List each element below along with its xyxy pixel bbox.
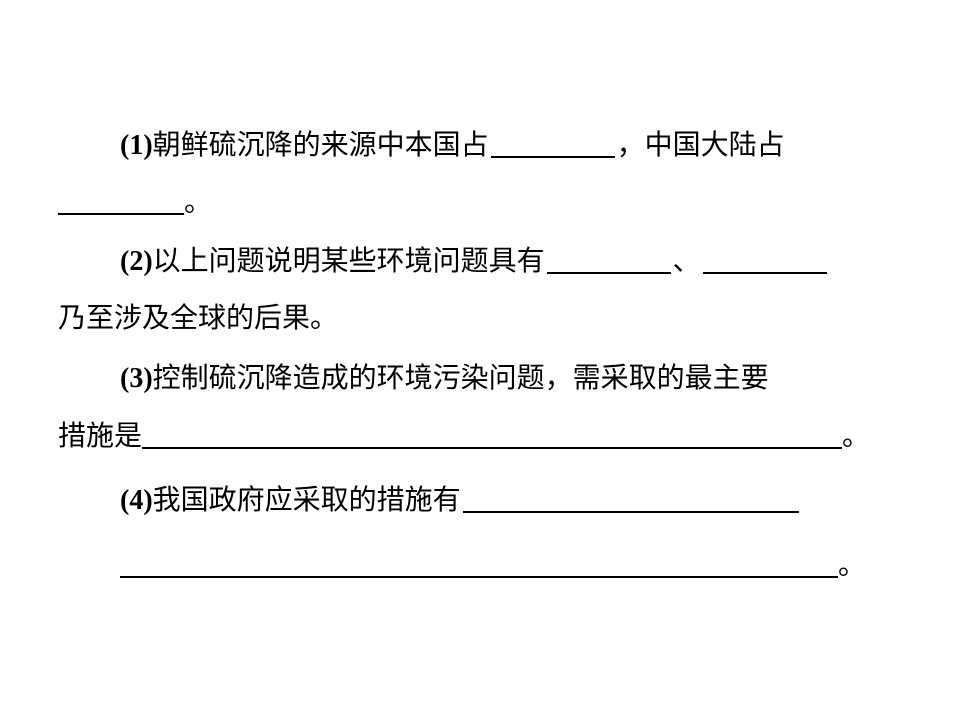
question-number: (1) bbox=[120, 130, 153, 161]
question-4-line-1: (4)我国政府应采取的措施有 bbox=[120, 480, 801, 521]
question-text: 乃至涉及全球的后果。 bbox=[58, 301, 339, 334]
question-3-line-1: (3)控制硫沉降造成的环境污染问题，需采取的最主要 bbox=[120, 358, 769, 399]
answer-blank[interactable] bbox=[462, 481, 799, 513]
period: 。 bbox=[838, 548, 867, 581]
period: 。 bbox=[842, 419, 871, 452]
question-text: 措施是 bbox=[58, 419, 143, 452]
separator: 、 bbox=[672, 244, 701, 277]
answer-blank[interactable] bbox=[58, 183, 184, 215]
question-text: 我国政府应采取的措施有 bbox=[152, 483, 461, 516]
question-1-line-2: 。 bbox=[58, 182, 212, 222]
question-number: (2) bbox=[120, 246, 153, 277]
answer-blank[interactable] bbox=[142, 417, 843, 449]
period: 。 bbox=[184, 185, 213, 218]
question-3-line-2: 措施是 。 bbox=[58, 416, 870, 456]
question-number: (3) bbox=[120, 363, 153, 394]
question-text: ，中国大陆占 bbox=[616, 128, 785, 161]
question-number: (4) bbox=[120, 485, 153, 516]
question-4-line-2: 。 bbox=[120, 545, 866, 585]
question-2-line-2: 乃至涉及全球的后果。 bbox=[58, 298, 338, 338]
answer-blank[interactable] bbox=[490, 126, 615, 158]
answer-blank[interactable] bbox=[120, 546, 838, 578]
question-text: 控制硫沉降造成的环境污染问题，需采取的最主要 bbox=[152, 361, 769, 394]
question-text: 朝鲜硫沉降的来源中本国占 bbox=[152, 128, 489, 161]
question-1-line-1: (1)朝鲜硫沉降的来源中本国占 ，中国大陆占 bbox=[120, 125, 785, 166]
question-text: 以上问题说明某些环境问题具有 bbox=[152, 244, 545, 277]
answer-blank[interactable] bbox=[702, 242, 827, 274]
question-2-line-1: (2)以上问题说明某些环境问题具有 、 bbox=[120, 241, 829, 282]
answer-blank[interactable] bbox=[546, 242, 671, 274]
